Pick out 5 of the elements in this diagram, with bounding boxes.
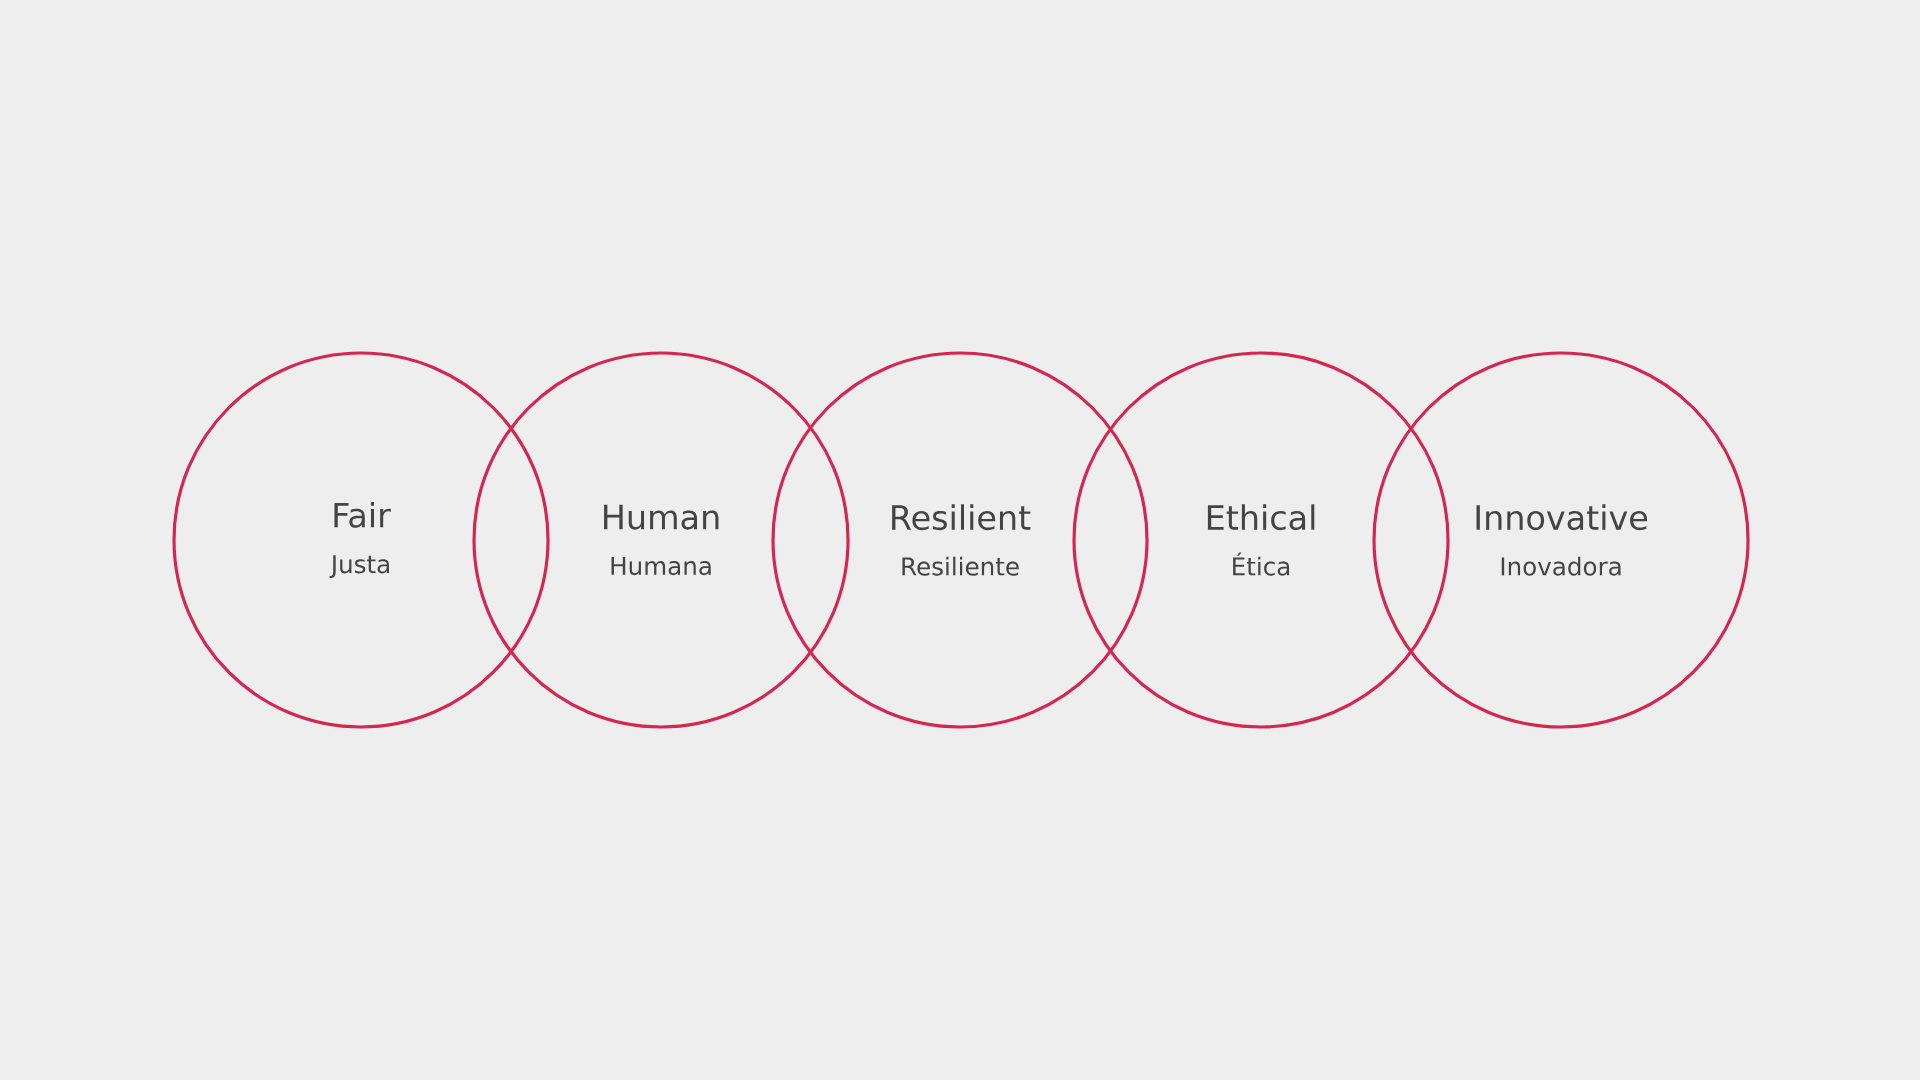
circle-node: Innovative Inovadora	[1372, 351, 1750, 729]
circle-node: Human Humana	[472, 351, 850, 729]
circle-node: Fair Justa	[172, 351, 550, 729]
circle-node: Resilient Resiliente	[771, 351, 1149, 729]
circle-node: Ethical Ética	[1072, 351, 1450, 729]
